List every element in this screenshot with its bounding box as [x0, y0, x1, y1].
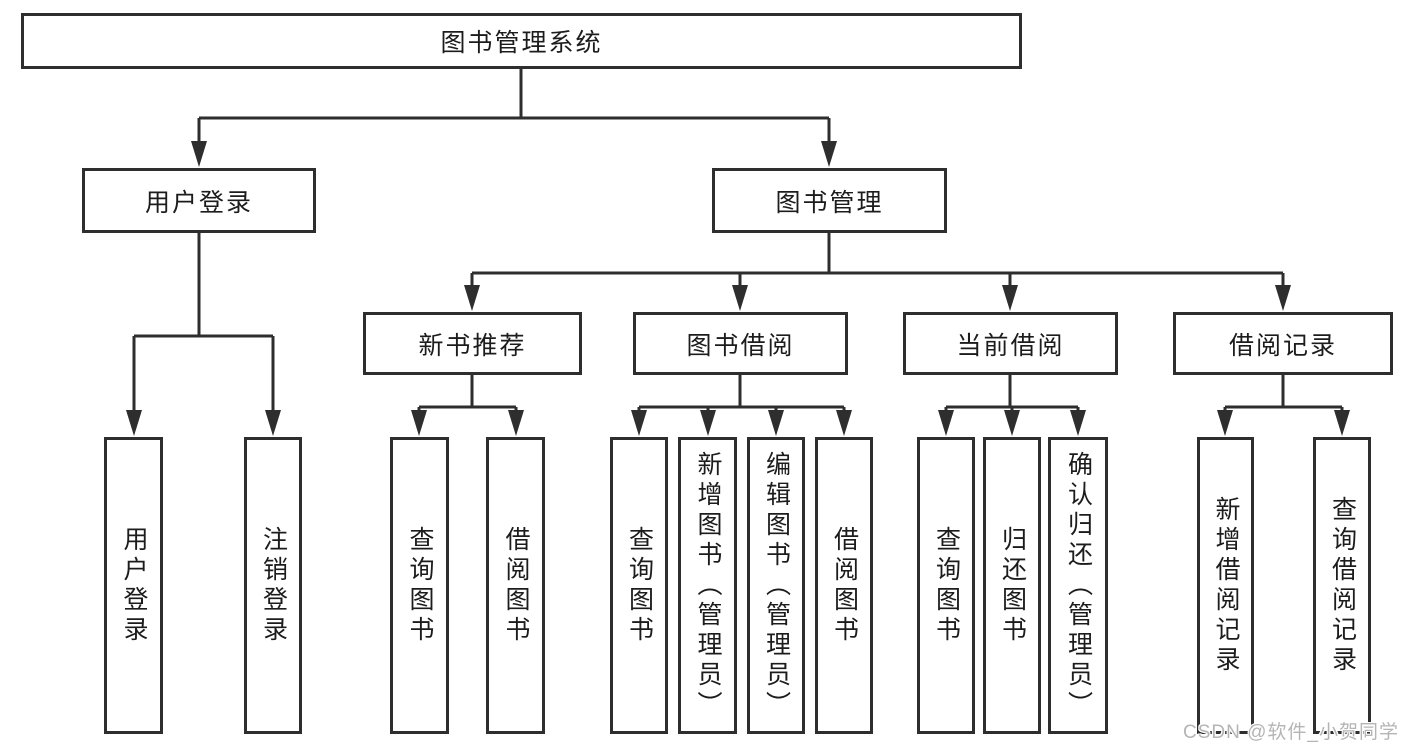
leaf-cb-query-books: 查询图书 [917, 437, 975, 734]
root-node-library-system: 图书管理系统 [21, 13, 1022, 69]
node-book-management: 图书管理 [712, 168, 947, 233]
leaf-bb-borrow-books: 借阅图书 [815, 437, 873, 734]
leaf-cb-confirm-return-admin: 确认归还（管理员） [1048, 437, 1108, 734]
leaf-cb-return-books: 归还图书 [983, 437, 1041, 734]
leaf-logout: 注销登录 [244, 437, 302, 734]
csdn-watermark: CSDN @软件_小贺同学 [1183, 722, 1399, 743]
node-book-borrow: 图书借阅 [633, 312, 848, 375]
arrowheads [126, 141, 1350, 436]
node-borrow-records: 借阅记录 [1173, 312, 1393, 375]
leaf-br-add-record: 新增借阅记录 [1197, 437, 1254, 734]
leaf-bb-query-books: 查询图书 [610, 437, 668, 734]
node-user-login: 用户登录 [82, 168, 316, 233]
leaf-nbr-query-books: 查询图书 [390, 437, 449, 734]
leaf-bb-edit-books-admin: 编辑图书（管理员） [747, 437, 805, 734]
node-current-borrow: 当前借阅 [903, 312, 1118, 375]
leaf-bb-add-books-admin: 新增图书（管理员） [678, 437, 737, 734]
leaf-nbr-borrow-books: 借阅图书 [486, 437, 545, 734]
node-new-book-recommend: 新书推荐 [363, 312, 582, 375]
leaf-user-login: 用户登录 [104, 437, 163, 734]
leaf-br-query-record: 查询借阅记录 [1313, 437, 1371, 734]
